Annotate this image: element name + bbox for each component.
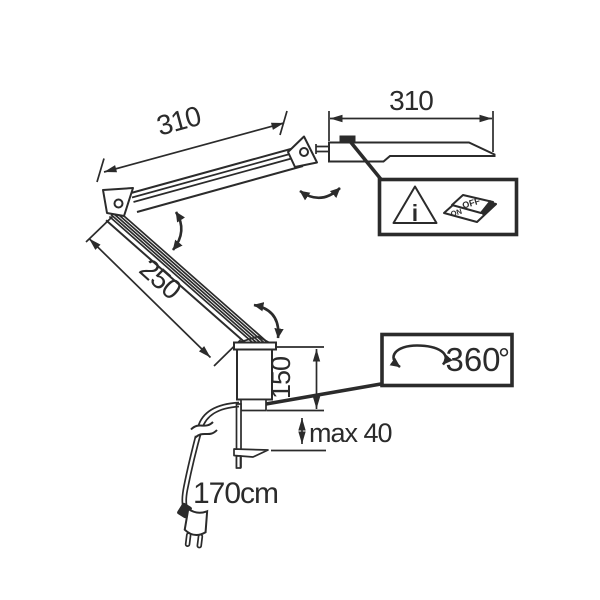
head-pivot-arrow-icon [299, 187, 341, 201]
rotation-value-label: 360 [445, 341, 500, 378]
rotation-arrow-icon [389, 344, 453, 369]
cord-break-gap [190, 422, 218, 437]
lower-arm-length-label: 250 [134, 253, 188, 305]
dimension-line [103, 122, 285, 173]
head-link [315, 144, 329, 154]
dimension-lower-arm: 250 [85, 215, 242, 367]
info-letter: i [412, 200, 418, 226]
cord-line [181, 401, 240, 509]
base-pivot-arrow-icon [253, 302, 284, 339]
head-length-label: 310 [389, 85, 433, 116]
plug-pin [184, 532, 192, 547]
elbow-plate [102, 187, 134, 217]
post-bracket [240, 398, 267, 412]
power-switch-icon: OFF ON [443, 194, 497, 223]
lower-arm-line [112, 212, 264, 346]
elbow-pivot-hole [113, 198, 124, 209]
warning-triangle [392, 185, 438, 224]
post-body [236, 348, 273, 401]
cord-line [185, 405, 240, 508]
callout-leader [265, 381, 385, 406]
upper-arm-edge [130, 146, 299, 194]
cord-break-mark [194, 429, 218, 439]
dimension-line [88, 237, 212, 359]
clamp-foot [233, 448, 269, 458]
power-cord: 170cm [177, 401, 279, 549]
callout-leader [347, 138, 386, 185]
degree-symbol: ° [498, 343, 510, 376]
head-pivot-hole [299, 147, 309, 157]
base-post [233, 335, 277, 412]
cord-break-mark [190, 421, 214, 431]
warning-info-icon: i [392, 185, 438, 226]
post-cap [233, 341, 277, 351]
rotation-callout: 360 ° [265, 332, 514, 406]
plug-pin [196, 533, 204, 549]
post-arm-mount [236, 335, 272, 345]
extension-line [96, 158, 105, 183]
power-switch [339, 135, 356, 143]
head-joint-plate [287, 135, 318, 168]
lamp-head-body [328, 141, 496, 163]
switch-rocker-edge [480, 200, 497, 216]
extension-line [85, 215, 114, 243]
cord-length-label: 170cm [193, 477, 278, 510]
elbow-joint [102, 187, 134, 217]
dimension-post: 150 [266, 346, 324, 412]
clamp-max-label: max 40 [309, 418, 392, 448]
dimension-head: 310 [328, 85, 494, 152]
switch-on-label: ON [450, 207, 463, 219]
head-joint [287, 135, 329, 168]
plug-body [183, 507, 209, 536]
info-callout: i OFF ON [347, 138, 519, 237]
lamp-head [328, 135, 496, 163]
dimension-upper-arm: 310 [96, 100, 288, 183]
upper-arm-line [133, 155, 301, 203]
info-box [377, 177, 519, 237]
clamp-screw [235, 455, 242, 469]
elbow-pivot-arrow-icon [171, 211, 186, 251]
post-height-label: 150 [266, 357, 296, 399]
upper-arm-length-label: 310 [153, 100, 204, 141]
upper-arm-edge [136, 165, 304, 213]
dimension-clamp: max 40 [271, 418, 393, 452]
plug-icon [177, 502, 209, 549]
table-clamp [233, 403, 269, 469]
